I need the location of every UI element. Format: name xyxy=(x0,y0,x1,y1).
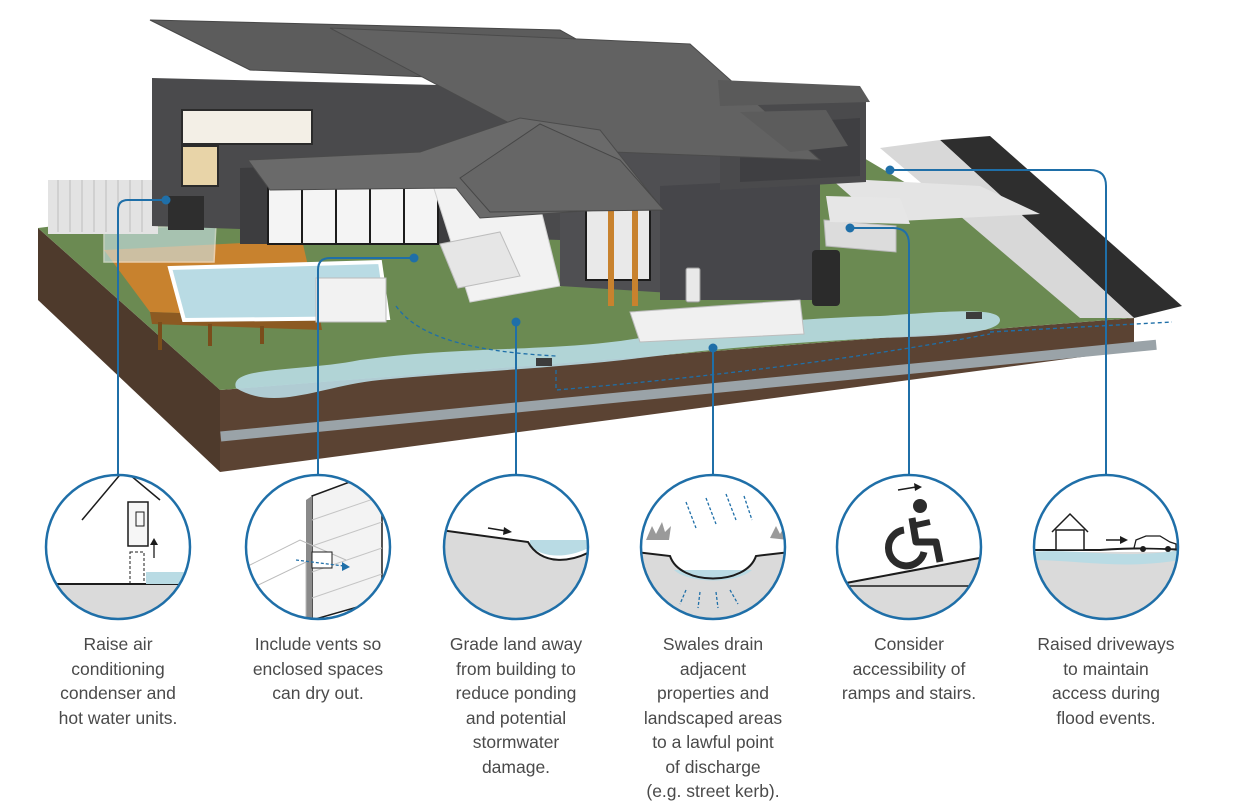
raised-condenser-icon xyxy=(44,473,192,621)
flow-path xyxy=(395,305,557,357)
swale xyxy=(235,311,1001,398)
wall-vent-icon xyxy=(244,473,392,621)
caption-grade: Grade land away from building to reduce … xyxy=(449,634,583,777)
leader-aircon xyxy=(117,199,166,475)
stormwater-pipe xyxy=(220,339,1157,442)
swale-pit xyxy=(966,312,982,319)
swale-pit xyxy=(536,358,552,366)
swale-drain-icon xyxy=(639,473,787,621)
stairs xyxy=(439,231,521,289)
graded-slope-icon xyxy=(442,473,590,621)
house xyxy=(149,19,870,343)
side-fence xyxy=(48,180,158,234)
pool-deck xyxy=(103,223,391,350)
leader-access xyxy=(850,227,910,475)
hot-water-unit xyxy=(685,267,701,303)
discharge-flow-line xyxy=(989,321,1173,333)
caption-access: Consider accessibility of ramps and stai… xyxy=(841,634,977,703)
leader-lines xyxy=(117,169,1107,475)
rainwater-tank xyxy=(812,250,840,306)
leader-driveway xyxy=(890,169,1107,475)
main-roof xyxy=(329,27,822,161)
garage-roof xyxy=(740,110,848,152)
leader-dots xyxy=(161,165,895,353)
porch-roof xyxy=(459,123,666,213)
caption-driveway: Raised driveways to maintain access duri… xyxy=(1037,634,1175,728)
ac-condenser xyxy=(168,196,204,230)
caption-aircon: Raise air conditioning condenser and hot… xyxy=(58,634,178,728)
soil-left-face xyxy=(38,228,220,472)
wheelchair-ramp-icon xyxy=(835,473,983,621)
caption-vents: Include vents so enclosed spaces can dry… xyxy=(252,634,384,703)
raised-driveway-icon xyxy=(1032,473,1180,621)
pavilion-roof xyxy=(718,80,870,106)
planter-box xyxy=(629,299,805,343)
leader-vents xyxy=(317,257,414,475)
caption-swales: Swales drain adjacent properties and lan… xyxy=(643,634,783,801)
street-road xyxy=(940,136,1182,318)
